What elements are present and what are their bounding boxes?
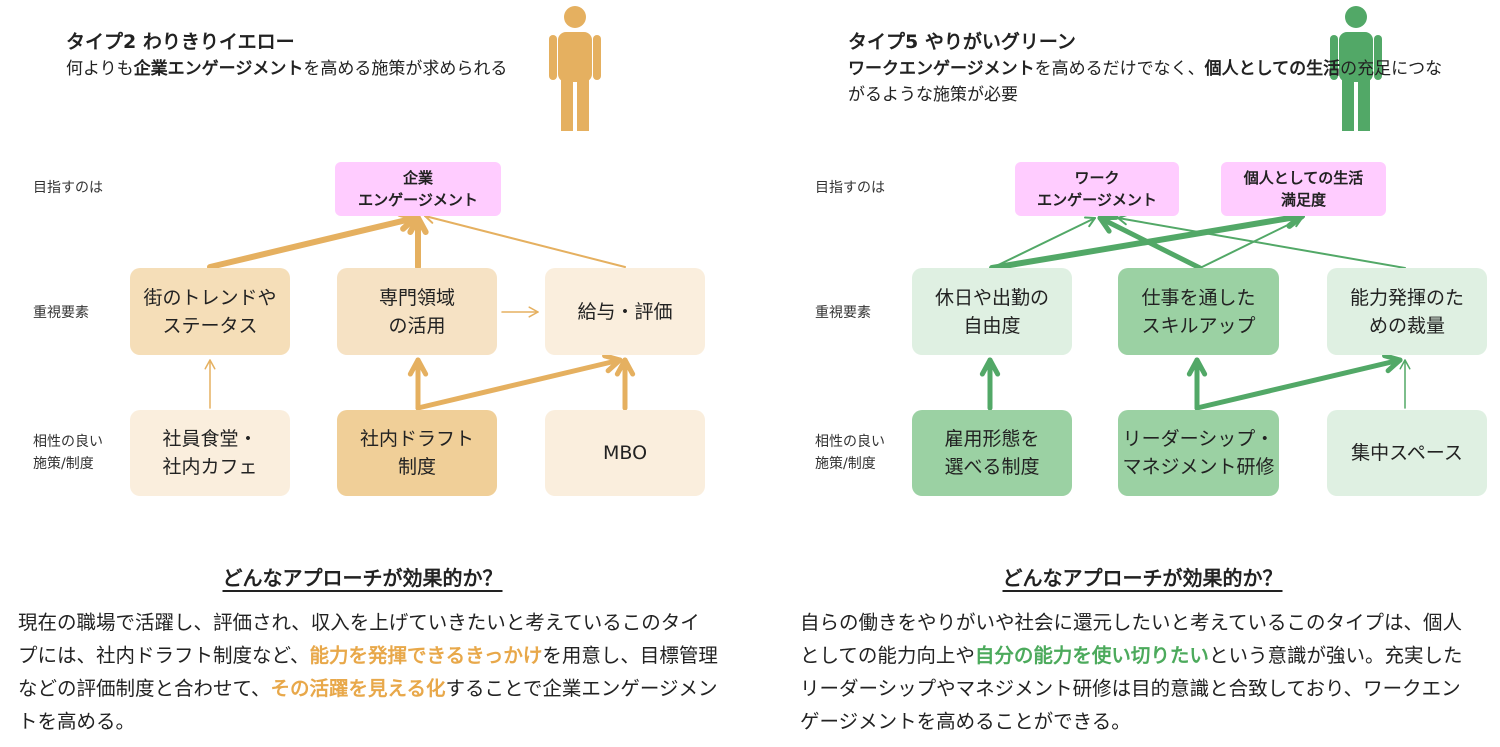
arrowhead-icon: [1097, 214, 1119, 234]
row-label-goal: 目指すのは: [33, 180, 103, 196]
arrowhead-icon: [1291, 216, 1303, 228]
arrowhead-icon: [1117, 213, 1129, 226]
factor-box: 専門領域 の活用: [337, 268, 497, 355]
person-icon: [549, 6, 601, 131]
measure-box: 社内ドラフト 制度: [337, 410, 497, 496]
factor-box: 休日や出勤の 自由度: [912, 268, 1072, 355]
goal-box-corporate-engagement: 企業 エンゲージメント: [335, 162, 501, 216]
highlight-text: 自分の能力を使い切りたい: [974, 644, 1209, 667]
paragraph-text: という意識が強い。充実したリーダーシップやマネジメント研修は目的意識と合致してお…: [800, 644, 1463, 733]
goal-box-life-satisfaction: 個人としての生活 満足度: [1221, 162, 1386, 216]
row-label-goal: 目指すのは: [815, 180, 885, 196]
paragraph-text: することで企業エンゲージメントを高める。: [18, 677, 718, 733]
arrow-line: [424, 215, 626, 268]
row-label-factors: 重視要素: [815, 305, 871, 321]
person-icon: [1330, 6, 1382, 131]
arrowhead-icon: [396, 210, 418, 232]
arrowhead-icon: [614, 357, 636, 377]
left-title: タイプ2 わりきりイエロー: [66, 31, 295, 53]
arrow-line: [989, 213, 1305, 271]
left-approach-heading: どんなアプローチが効果的か？: [222, 566, 503, 590]
paragraph-text: を用意し、目標管理などの評価制度と合わせて、: [18, 644, 718, 700]
arrowhead-icon: [407, 215, 429, 236]
factor-box: 街のトレンドや ステータス: [130, 268, 290, 355]
arrow-line: [415, 357, 623, 411]
paragraph-text: 現在の職場で活躍し、評価され、収入を上げていきたいと考えているこのタイプには、社…: [18, 611, 700, 667]
row-label-factors: 重視要素: [33, 305, 89, 321]
left-subtitle: 何よりも企業エンゲージメントを高める施策が求められる: [66, 59, 508, 79]
right-approach-paragraph: 自らの働きをやりがいや社会に還元したいと考えているこのタイプは、個人としての能力…: [800, 606, 1480, 738]
left-approach-paragraph: 現在の職場で活躍し、評価され、収入を上げていきたいと考えているこのタイプには、社…: [18, 606, 718, 738]
arrowhead-icon: [1084, 216, 1096, 228]
measure-box: 集中スペース: [1327, 410, 1487, 496]
measure-box: 社員食堂・ 社内カフェ: [130, 410, 290, 496]
arrow-line: [1117, 217, 1406, 269]
arrow-line: [207, 215, 418, 270]
arrow-line: [1199, 217, 1303, 269]
measure-box: MBO: [545, 410, 705, 496]
arrow-line: [991, 217, 1096, 269]
factor-box: 仕事を通した スキルアップ: [1118, 268, 1279, 355]
right-approach-heading: どんなアプローチが効果的か？: [1002, 566, 1283, 590]
arrowhead-icon: [204, 359, 216, 370]
arrowhead-icon: [407, 357, 429, 377]
right-title: タイプ5 やりがいグリーン: [848, 31, 1076, 53]
arrowhead-icon: [528, 306, 539, 318]
measure-box: 雇用形態を 選べる制度: [912, 410, 1072, 496]
factor-box: 給与・評価: [545, 268, 705, 355]
arrow-line: [1194, 357, 1403, 411]
highlight-text: その活躍を見える化: [270, 677, 446, 700]
arrowhead-icon: [1382, 353, 1403, 374]
paragraph-text: 自らの働きをやりがいや社会に還元したいと考えているこのタイプは、個人としての能力…: [800, 611, 1463, 667]
arrowhead-icon: [979, 357, 1001, 377]
arrowhead-icon: [602, 353, 623, 374]
highlight-text: 能力を発揮できるきっかけ: [309, 644, 543, 667]
goal-box-work-engagement: ワーク エンゲージメント: [1015, 162, 1179, 216]
arrowhead-icon: [1186, 357, 1208, 377]
arrowhead-icon: [1399, 359, 1411, 370]
arrow-line: [1097, 215, 1203, 271]
row-label-measures: 相性の良い 施策/制度: [815, 434, 885, 472]
measure-box: リーダーシップ・ マネジメント研修: [1118, 410, 1279, 496]
right-subtitle: ワークエンゲージメントを高めるだけでなく、個人としての生活の充足につながるような…: [848, 59, 1443, 105]
row-label-measures: 相性の良い 施策/制度: [33, 434, 103, 472]
factor-box: 能力発揮のた めの裁量: [1327, 268, 1487, 355]
